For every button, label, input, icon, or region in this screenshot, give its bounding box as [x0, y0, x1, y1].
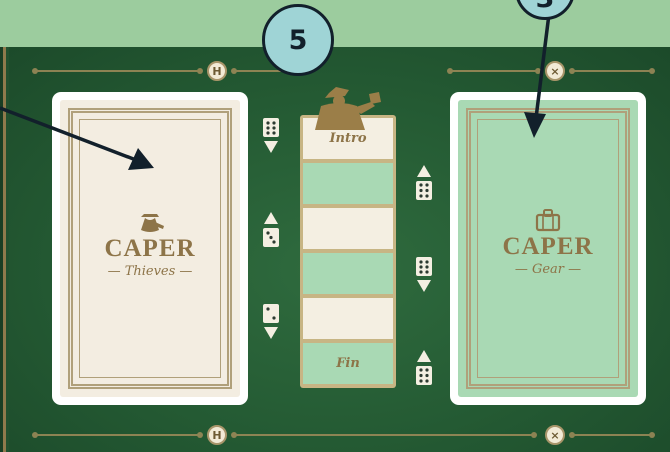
arrow-head-right: [524, 112, 546, 138]
callout-five: 5: [262, 4, 334, 76]
